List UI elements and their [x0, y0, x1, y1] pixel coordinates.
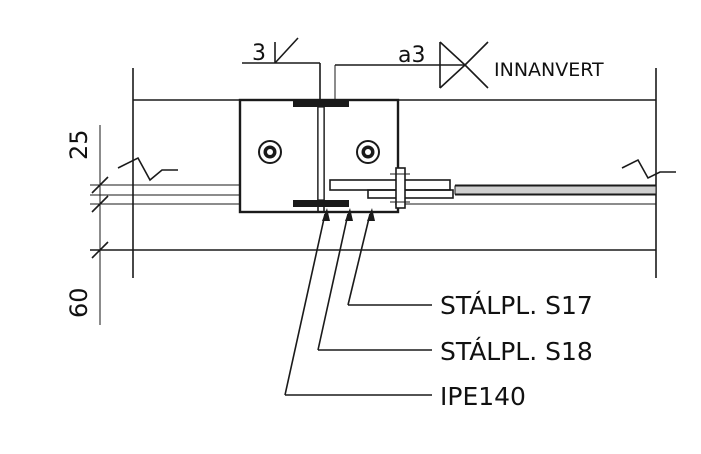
- bolt-left-icon: [258, 140, 282, 164]
- weld-symbol-left: 3: [242, 37, 321, 100]
- weld-left-size: 3: [252, 41, 266, 66]
- weld-symbol-right: a3 INNANVERT: [335, 41, 604, 89]
- bolt-right-icon: [356, 140, 380, 164]
- steel-plate-assembly: [329, 167, 657, 209]
- callout-label-ipe140: IPE140: [440, 382, 526, 411]
- dimension-chain: 25 60: [65, 125, 109, 325]
- dimension-upper: 25: [65, 129, 93, 160]
- weld-right-size: a3: [398, 43, 425, 68]
- break-lines: [117, 156, 676, 182]
- callout-label-s17: STÁLPL. S17: [440, 291, 593, 320]
- slab-lines: [90, 99, 656, 251]
- section-outline: [132, 68, 657, 278]
- dimension-lower: 60: [65, 287, 93, 318]
- callout-label-s18: STÁLPL. S18: [440, 337, 593, 366]
- ipe140-beam: [293, 65, 349, 207]
- weld-right-note: INNANVERT: [494, 59, 604, 81]
- callout-leaders: [284, 208, 432, 396]
